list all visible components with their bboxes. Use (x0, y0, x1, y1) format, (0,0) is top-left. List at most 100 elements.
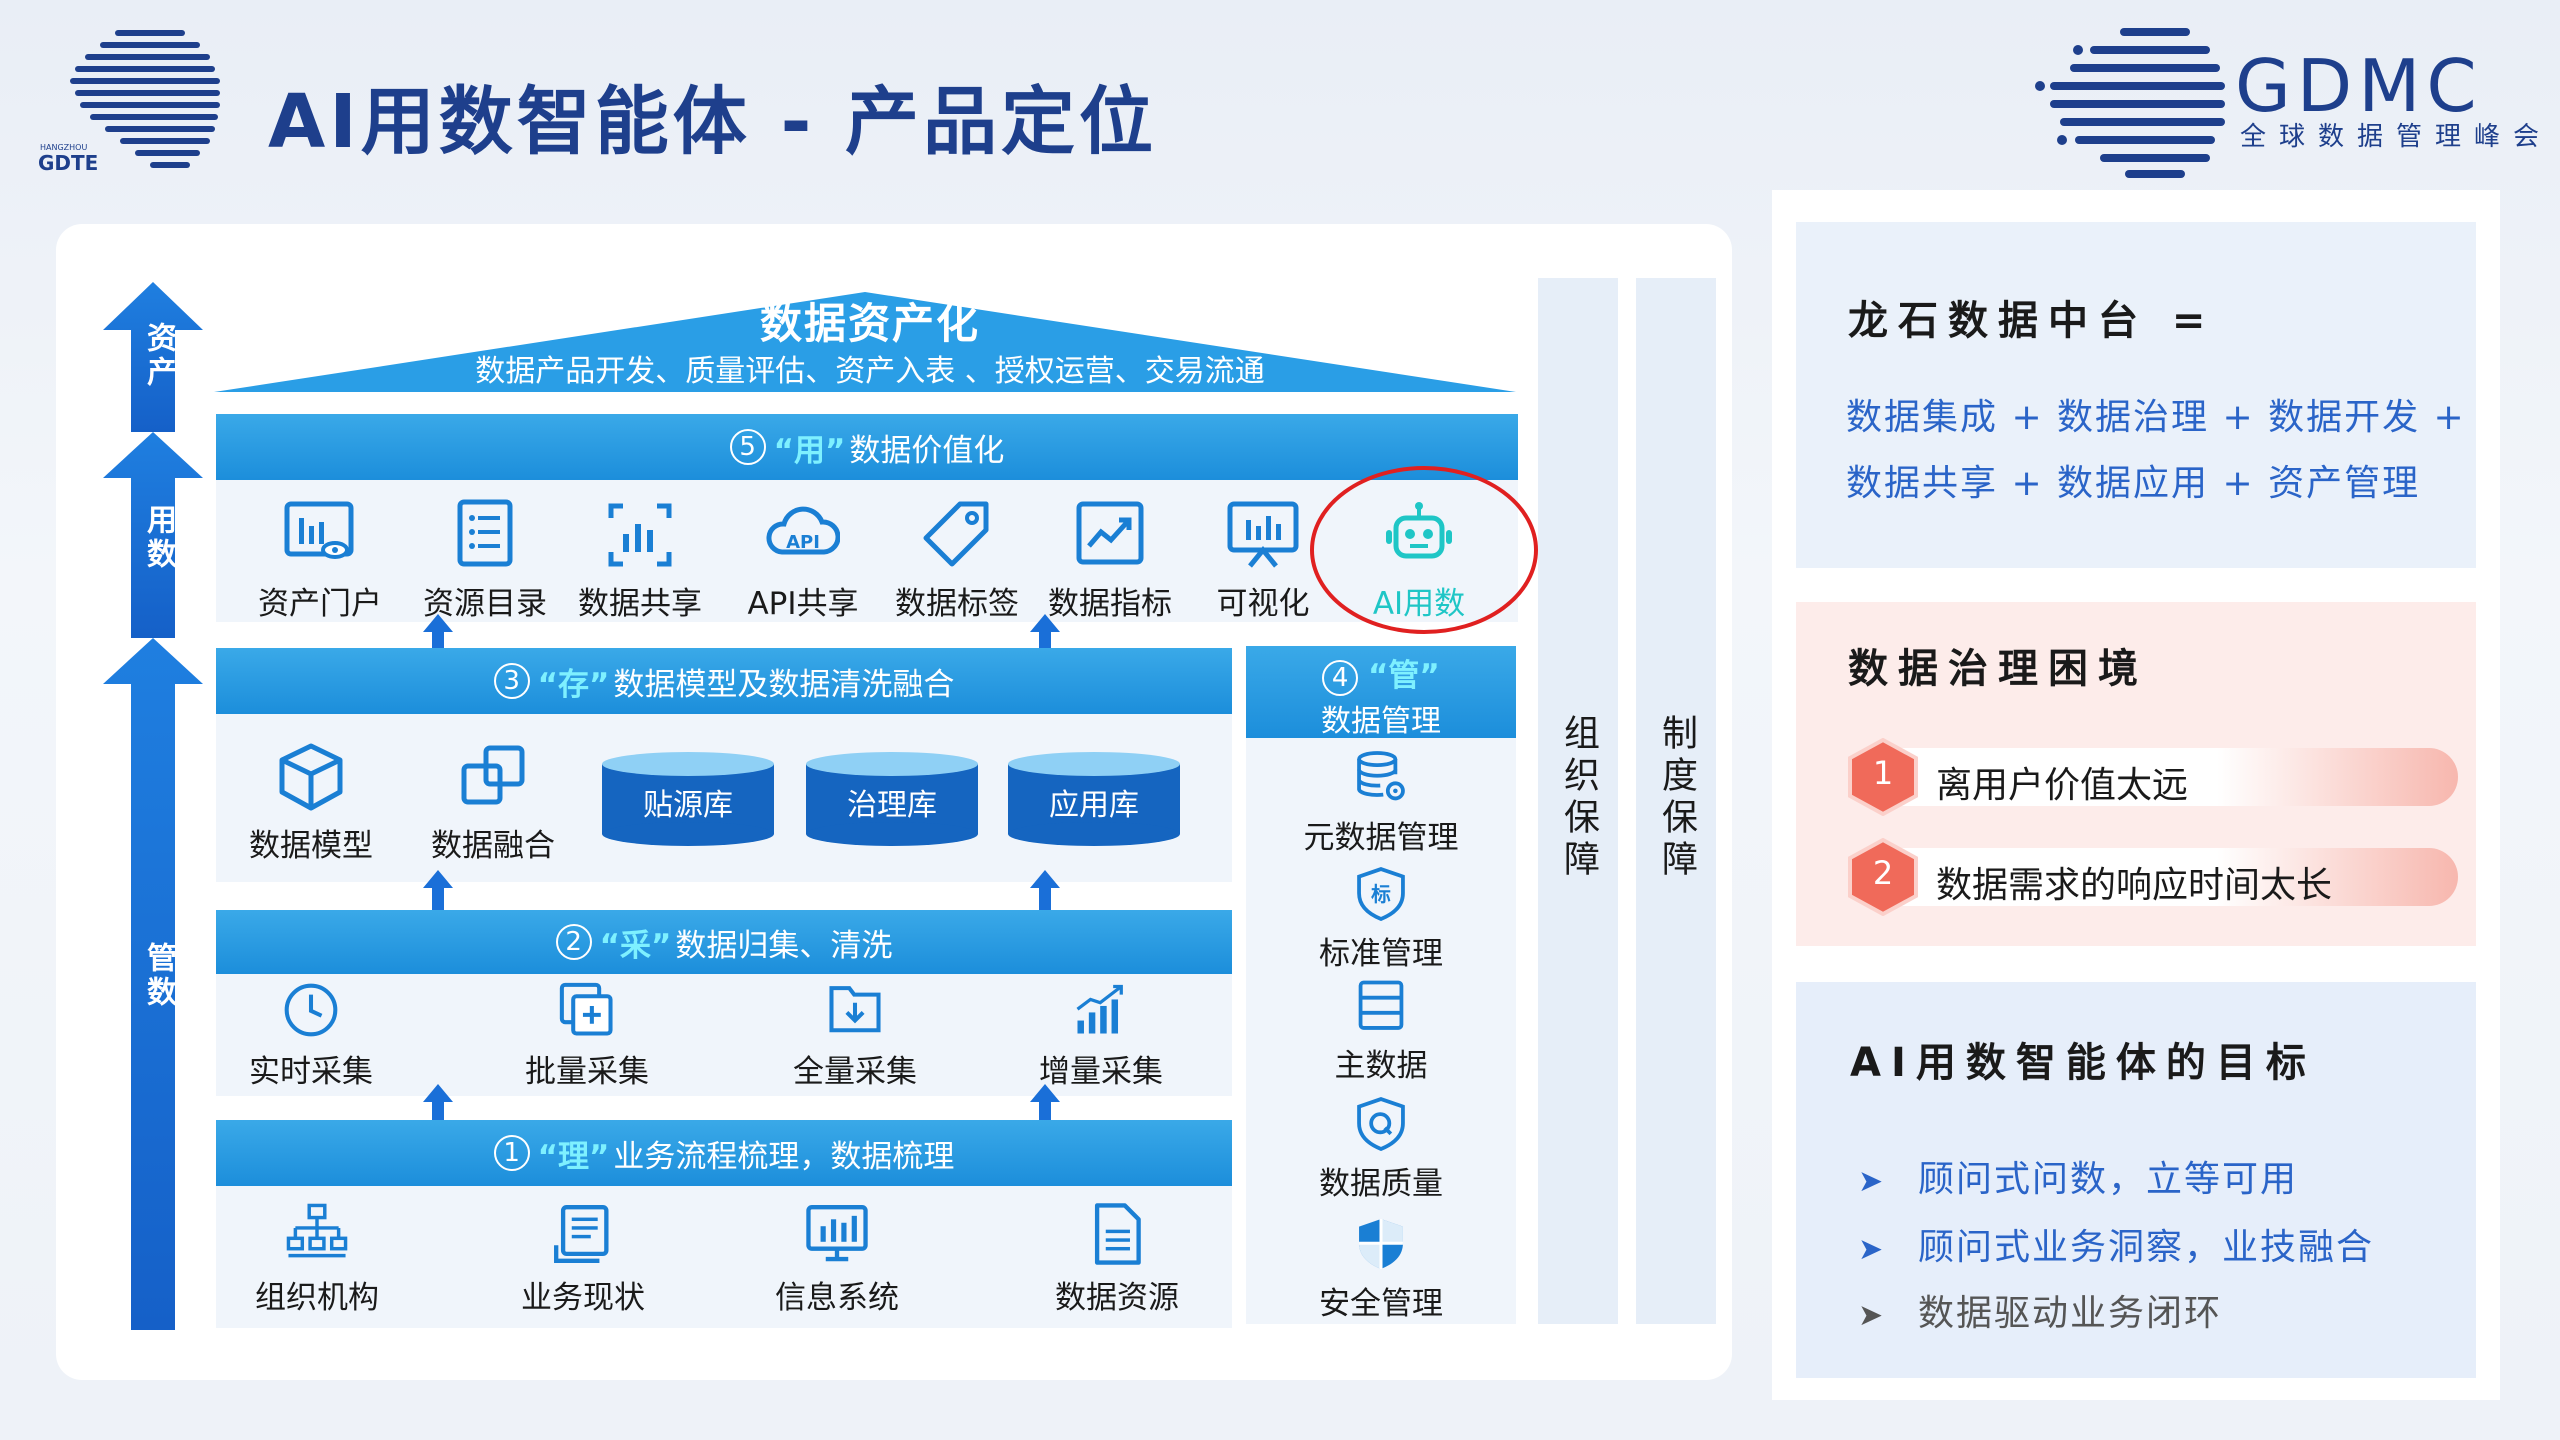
side-arrows (103, 282, 203, 1330)
pillar-label: 组织保障 (1558, 714, 1599, 882)
dilemma-badge: 2 (1848, 837, 1918, 917)
manage-arrow-label: 管数 (141, 942, 176, 1010)
item-label: 数据共享 (578, 586, 702, 622)
document-list-icon (554, 1205, 609, 1263)
standard-shield-icon: 标 (1357, 867, 1405, 922)
item-label: 实时采集 (249, 1054, 373, 1090)
item-realtime-collect[interactable]: 实时采集 (226, 980, 396, 1091)
gdmc-wordmark: GDMC (2235, 44, 2483, 128)
layer-collect-num: 2 (555, 924, 592, 960)
use-arrow-label: 用数 (141, 504, 176, 572)
dilemma-badge: 1 (1848, 737, 1918, 817)
layer-use-body (216, 480, 1518, 622)
layer-store-highlight: “存” (537, 666, 610, 703)
card-platform-line2: 数据共享 + 数据应用 + 资产管理 (1846, 463, 2421, 504)
visualization-icon (1227, 501, 1299, 568)
item-full-collect[interactable]: 全量采集 (770, 980, 940, 1091)
item-data-fusion[interactable]: 数据融合 (408, 740, 578, 865)
monitor-chart-icon (806, 1205, 868, 1262)
layer-use-text: 数据价值化 (849, 432, 1005, 469)
chevron-right-icon: ➤ (1858, 1232, 1886, 1267)
highlight-circle (1310, 466, 1538, 634)
item-data-metric[interactable]: 数据指标 (1025, 498, 1195, 623)
item-label: 资源目录 (423, 586, 547, 622)
management-highlight: “管” (1368, 658, 1440, 694)
batch-icon (559, 982, 613, 1036)
layer-collect-highlight: “采” (599, 927, 672, 964)
layer-store-bar: 3 “存” 数据模型及数据清洗融合 (216, 648, 1232, 714)
pillar-policy: 制度保障 (1636, 278, 1716, 1324)
growth-icon (1076, 984, 1123, 1034)
item-master-data[interactable]: 主数据 (1296, 978, 1466, 1085)
item-incremental-collect[interactable]: 增量采集 (1016, 980, 1186, 1091)
goal-text: 数据驱动业务闭环 (1918, 1293, 2223, 1334)
item-info-system[interactable]: 信息系统 (752, 1202, 922, 1317)
hexagon-icon (1848, 837, 1918, 917)
item-visualization[interactable]: 可视化 (1178, 498, 1348, 623)
item-label: 数据资源 (1055, 1280, 1179, 1316)
roof-subtitle: 数据产品开发、质量评估、资产入表 、授权运营、交易流通 (475, 354, 1265, 389)
item-metadata-mgmt[interactable]: 元数据管理 (1296, 750, 1466, 857)
card-dilemma: 数据治理困境 离用户价值太远 1 数据需求的响应时间太长 2 (1796, 602, 2476, 946)
tag-icon (923, 501, 989, 567)
item-label: API共享 (747, 586, 859, 622)
asset-arrow-label: 资产 (141, 322, 176, 390)
asset-arrow (103, 282, 203, 432)
dilemma-item: 数据需求的响应时间太长 (1856, 848, 2458, 906)
file-icon (1094, 1203, 1141, 1265)
item-label: 安全管理 (1319, 1286, 1443, 1322)
item-label: 数据质量 (1319, 1166, 1443, 1202)
item-label: 数据模型 (249, 828, 373, 864)
db-label: 应用库 (1049, 788, 1139, 823)
api-cloud-icon: API (766, 506, 840, 555)
gdmc-subtitle: 全球数据管理峰会 (2240, 122, 2553, 152)
item-label: 组织机构 (255, 1280, 379, 1316)
chevron-right-icon: ➤ (1858, 1298, 1886, 1333)
item-data-share[interactable]: 数据共享 (555, 498, 725, 623)
item-data-resource[interactable]: 数据资源 (1032, 1202, 1202, 1317)
item-ai-data[interactable]: AI用数 (1334, 498, 1504, 623)
item-label: 信息系统 (775, 1280, 899, 1316)
item-label: 全量采集 (793, 1054, 917, 1090)
layer-use-highlight: “用” (773, 432, 846, 469)
item-label: 标准管理 (1319, 936, 1443, 972)
layer-collect-text: 数据归集、清洗 (675, 927, 893, 964)
item-api-share[interactable]: API API共享 (718, 498, 888, 623)
db-label: 贴源库 (643, 788, 733, 823)
item-label: 业务现状 (521, 1280, 645, 1316)
goal-item: ➤ 数据驱动业务闭环 (1858, 1284, 2222, 1336)
db-label: 治理库 (847, 788, 937, 823)
item-resource-catalog[interactable]: 资源目录 (400, 498, 570, 623)
item-batch-collect[interactable]: 批量采集 (502, 980, 672, 1091)
security-shield-icon (1359, 1219, 1403, 1269)
up-arrow-icon (1030, 1084, 1060, 1126)
item-label: 批量采集 (525, 1054, 649, 1090)
item-data-model[interactable]: 数据模型 (226, 740, 396, 865)
card-platform-line1: 数据集成 + 数据治理 + 数据开发 + (1846, 397, 2466, 438)
data-share-icon (608, 503, 672, 567)
up-arrow-icon (1030, 870, 1060, 912)
card-dilemma-title: 数据治理困境 (1848, 646, 2148, 692)
badge-num: 2 (1872, 854, 1894, 892)
layer-sort-num: 1 (493, 1135, 530, 1171)
database-icon (602, 752, 774, 846)
item-data-tag[interactable]: 数据标签 (872, 498, 1042, 623)
goal-item: ➤顾问式业务洞察，业技融合 (1858, 1218, 2374, 1270)
use-arrow (103, 432, 203, 638)
svg-text:标: 标 (1371, 883, 1391, 906)
item-label: 数据标签 (895, 586, 1019, 622)
hexagon-icon (1848, 737, 1918, 817)
item-security-mgmt[interactable]: 安全管理 (1296, 1216, 1466, 1323)
db-source: 贴源库 (600, 750, 776, 846)
management-num: 4 (1322, 660, 1359, 696)
up-arrow-icon (1030, 614, 1060, 656)
item-data-quality[interactable]: 数据质量 (1296, 1096, 1466, 1203)
card-goals-title: AI用数智能体的目标 (1850, 1040, 2316, 1086)
item-label: 数据融合 (431, 828, 555, 864)
item-standard-mgmt[interactable]: 标 标准管理 (1296, 866, 1466, 973)
goal-text: 顾问式问数，立等可用 (1918, 1159, 2299, 1200)
layer-use-num: 5 (729, 429, 766, 465)
item-asset-portal[interactable]: 资产门户 (235, 498, 405, 623)
item-business-status[interactable]: 业务现状 (498, 1202, 668, 1317)
item-org[interactable]: 组织机构 (232, 1202, 402, 1317)
